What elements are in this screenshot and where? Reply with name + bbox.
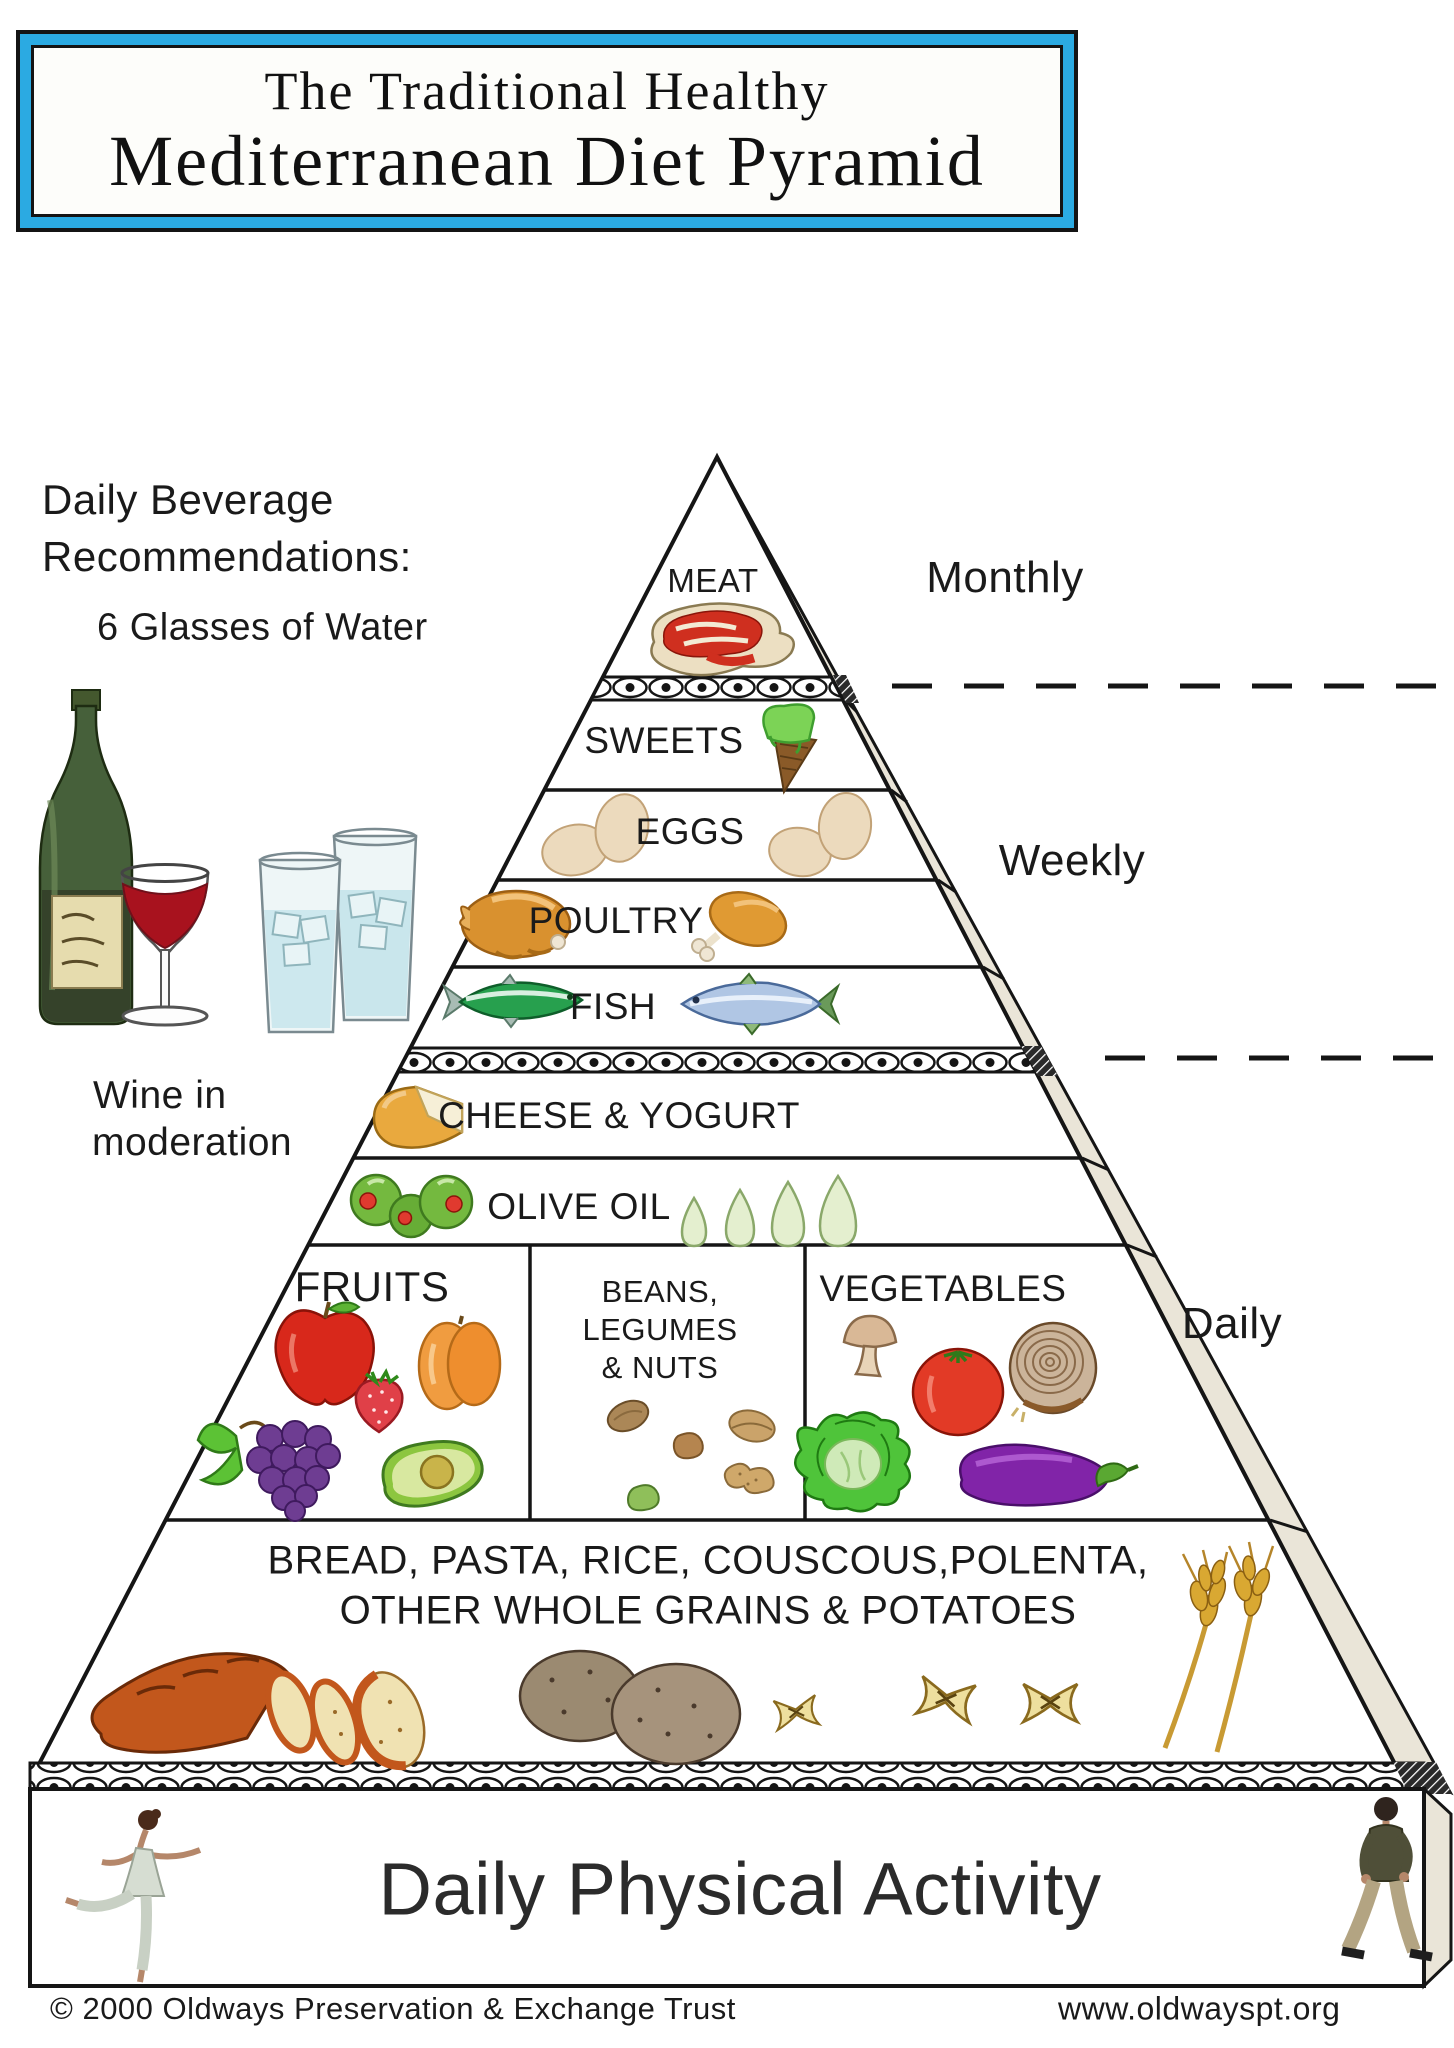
- potatoes-icon: [518, 1649, 742, 1766]
- ice-cream-cone-icon: [762, 703, 818, 795]
- walking-man-icon: [1341, 1797, 1433, 1962]
- frequency-daily: Daily: [1181, 1299, 1283, 1348]
- daily-physical-activity-label: Daily Physical Activity: [378, 1847, 1102, 1931]
- cabbage-icon: [794, 1411, 912, 1513]
- level-fish-label: FISH: [569, 986, 657, 1027]
- level-eggs-label: EGGS: [635, 811, 745, 852]
- nuts-icon: [606, 1399, 776, 1512]
- green-fish-icon: [441, 973, 585, 1029]
- ballet-dancer-icon: [65, 1809, 202, 1983]
- level-meat-label: MEAT: [667, 562, 759, 599]
- level-sweets-label: SWEETS: [584, 720, 744, 761]
- level-grains-label-line1: BREAD, PASTA, RICE, COUSCOUS,POLENTA,: [267, 1538, 1149, 1583]
- poster-title-line2: Mediterranean Diet Pyramid: [109, 121, 985, 202]
- wine-note-line1: Wine in: [93, 1074, 227, 1117]
- level-poultry-label: POULTRY: [528, 900, 704, 941]
- oil-drops-icon: [680, 1173, 858, 1248]
- frequency-dashed-lines: [892, 683, 1448, 1061]
- cheese-wheel-icon: [372, 1085, 464, 1149]
- eggplant-icon: [959, 1443, 1139, 1507]
- section-beans-label-line1: BEANS,: [601, 1274, 719, 1309]
- strawberry-icon: [354, 1368, 404, 1434]
- title-box: The Traditional Healthy Mediterranean Di…: [16, 30, 1078, 232]
- section-fruits-label: FRUITS: [294, 1263, 450, 1310]
- frequency-monthly: Monthly: [926, 553, 1084, 602]
- activity-band: [28, 1785, 1453, 1990]
- level-grains-label-line2: OTHER WHOLE GRAINS & POTATOES: [339, 1588, 1077, 1633]
- section-beans-label-line3: & NUTS: [601, 1350, 719, 1385]
- bread-loaf-icon: [90, 1652, 426, 1771]
- olives-icon: [349, 1173, 474, 1239]
- steak-icon: [650, 602, 795, 677]
- frequency-weekly: Weekly: [998, 836, 1146, 885]
- wine-note-line2: moderation: [92, 1121, 293, 1164]
- avocado-icon: [381, 1440, 484, 1508]
- grapes-icon: [196, 1420, 341, 1522]
- drumstick-icon: [691, 891, 788, 962]
- level-cheese-yogurt-label: CHEESE & YOGURT: [438, 1095, 800, 1136]
- apricot-icon: [417, 1315, 502, 1411]
- mushroom-icon: [842, 1314, 898, 1378]
- wine-glass-icon: [120, 863, 210, 1027]
- blue-fish-icon: [679, 972, 841, 1036]
- level-olive-oil-label: OLIVE OIL: [487, 1186, 671, 1227]
- apple-icon: [274, 1301, 375, 1406]
- wheat-icon: [1162, 1541, 1275, 1753]
- section-beans-label-line2: LEGUMES: [582, 1312, 738, 1347]
- beverage-heading-line1: Daily Beverage: [42, 476, 334, 523]
- footer-website: www.oldwayspt.org: [1058, 1990, 1341, 2027]
- eggs-icon: [541, 792, 873, 878]
- section-vegetables-label: VEGETABLES: [819, 1268, 1067, 1309]
- water-glasses-icon: [258, 827, 418, 1034]
- water-recommendation: 6 Glasses of Water: [97, 606, 428, 649]
- tomato-icon: [911, 1347, 1005, 1437]
- beverage-heading-line2: Recommendations:: [42, 533, 412, 580]
- bevel-segments: [833, 675, 1452, 1794]
- poster-title-line1: The Traditional Healthy: [264, 61, 830, 122]
- roast-turkey-icon: [459, 889, 572, 960]
- onion-icon: [1008, 1321, 1098, 1423]
- footer-copyright: © 2000 Oldways Preservation & Exchange T…: [50, 1991, 736, 2026]
- wine-bottle-icon: [38, 689, 134, 1026]
- farfalle-pasta-icon: [772, 1675, 1082, 1734]
